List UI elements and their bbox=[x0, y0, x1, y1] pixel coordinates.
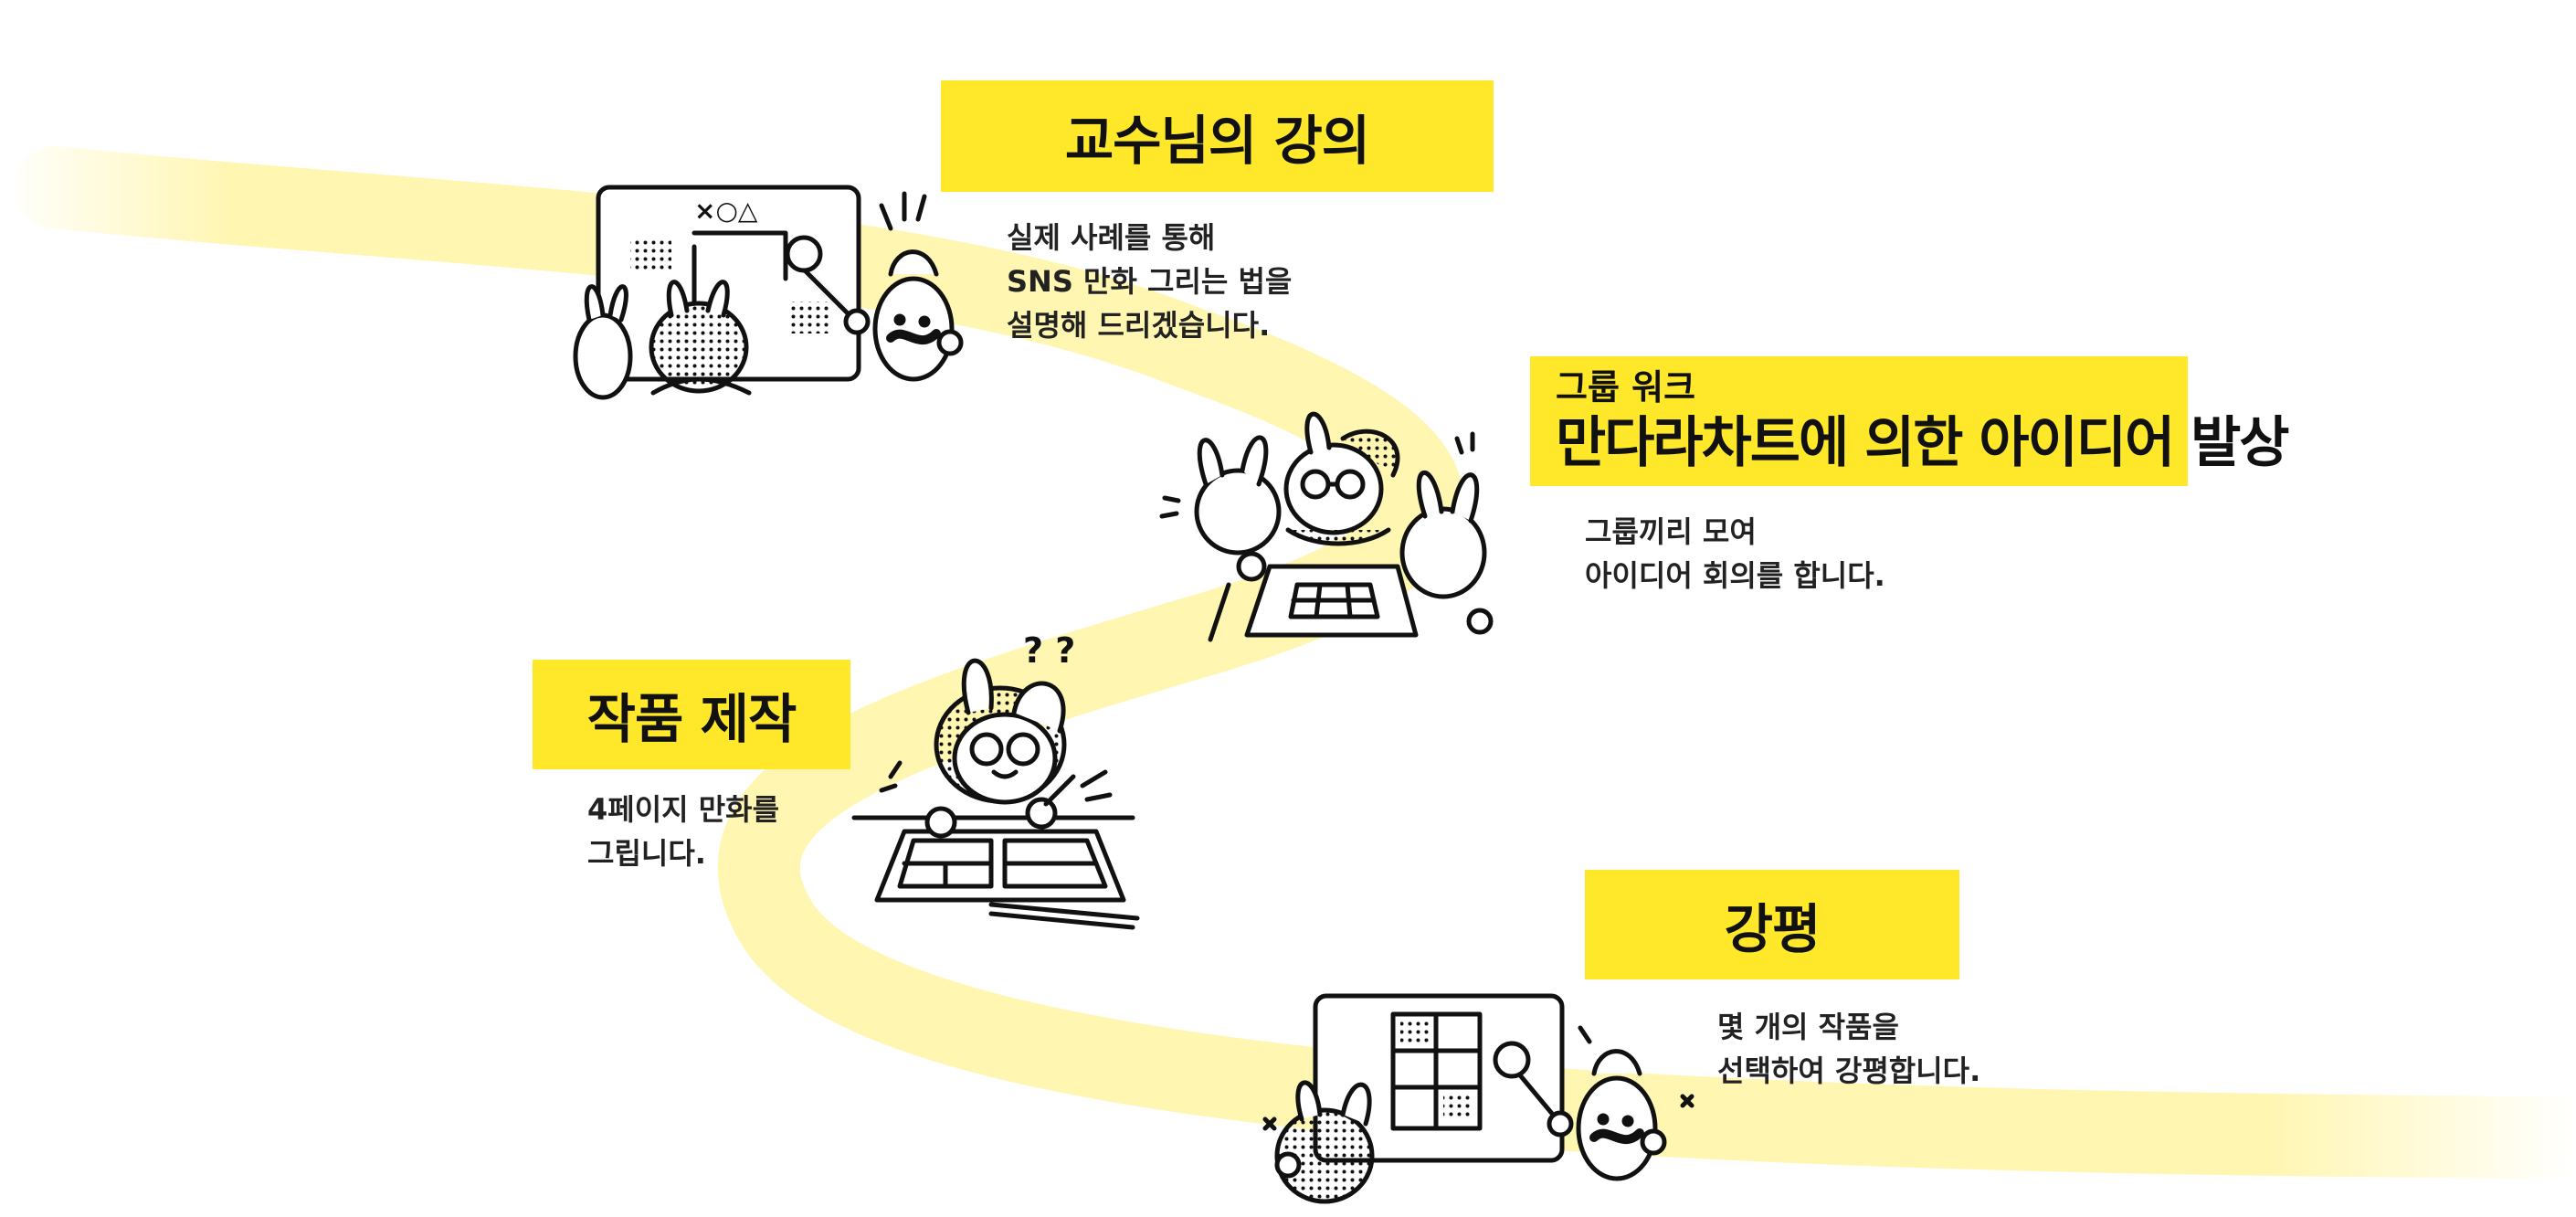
drawing-manga-illustration: ? ? bbox=[851, 630, 1140, 930]
step-group-work-title: 만다라차트에 의한 아이디어 발상 bbox=[1556, 410, 2289, 475]
svg-text:×○△: ×○△ bbox=[694, 196, 758, 226]
description-line: SNS 만화 그리는 법을 bbox=[1007, 264, 1293, 299]
description-line: 4페이지 만화를 bbox=[587, 792, 780, 827]
svg-text:? ?: ? ? bbox=[1023, 630, 1075, 671]
step-lecture-label: 교수님의 강의 bbox=[941, 80, 1494, 192]
step-group-work-subtitle: 그룹 워크 bbox=[1556, 367, 1696, 408]
group-work-illustration bbox=[1159, 411, 1494, 642]
step-critique-label: 강평 bbox=[1585, 870, 1959, 979]
critique-board-illustration bbox=[1262, 993, 1694, 1204]
step-lecture-description: 실제 사례를 통해 SNS 만화 그리는 법을 설명해 드리겠습니다. bbox=[1007, 216, 1292, 347]
step-production-label: 작품 제작 bbox=[533, 660, 850, 769]
step-critique-description: 몇 개의 작품을 선택하여 강평합니다. bbox=[1717, 1005, 1980, 1093]
step-critique-title: 강평 bbox=[1724, 898, 1821, 960]
lecture-whiteboard-illustration: ×○△ bbox=[573, 185, 964, 400]
description-line: 그룹끼리 모여 bbox=[1585, 514, 1757, 549]
description-line: 몇 개의 작품을 bbox=[1717, 1010, 1899, 1044]
step-group-work-label: 그룹 워크 만다라차트에 의한 아이디어 발상 bbox=[1530, 356, 2289, 486]
description-line: 실제 사례를 통해 bbox=[1007, 220, 1216, 255]
step-production-description: 4페이지 만화를 그립니다. bbox=[587, 788, 779, 875]
description-line: 선택하여 강평합니다. bbox=[1717, 1053, 1981, 1088]
step-lecture-title: 교수님의 강의 bbox=[1064, 110, 1370, 172]
step-group-work-description: 그룹끼리 모여 아이디어 회의를 합니다. bbox=[1585, 510, 1885, 598]
description-line: 설명해 드리겠습니다. bbox=[1007, 308, 1271, 343]
description-line: 그립니다. bbox=[587, 836, 706, 871]
description-line: 아이디어 회의를 합니다. bbox=[1585, 558, 1885, 593]
step-production-title: 작품 제작 bbox=[586, 688, 797, 750]
